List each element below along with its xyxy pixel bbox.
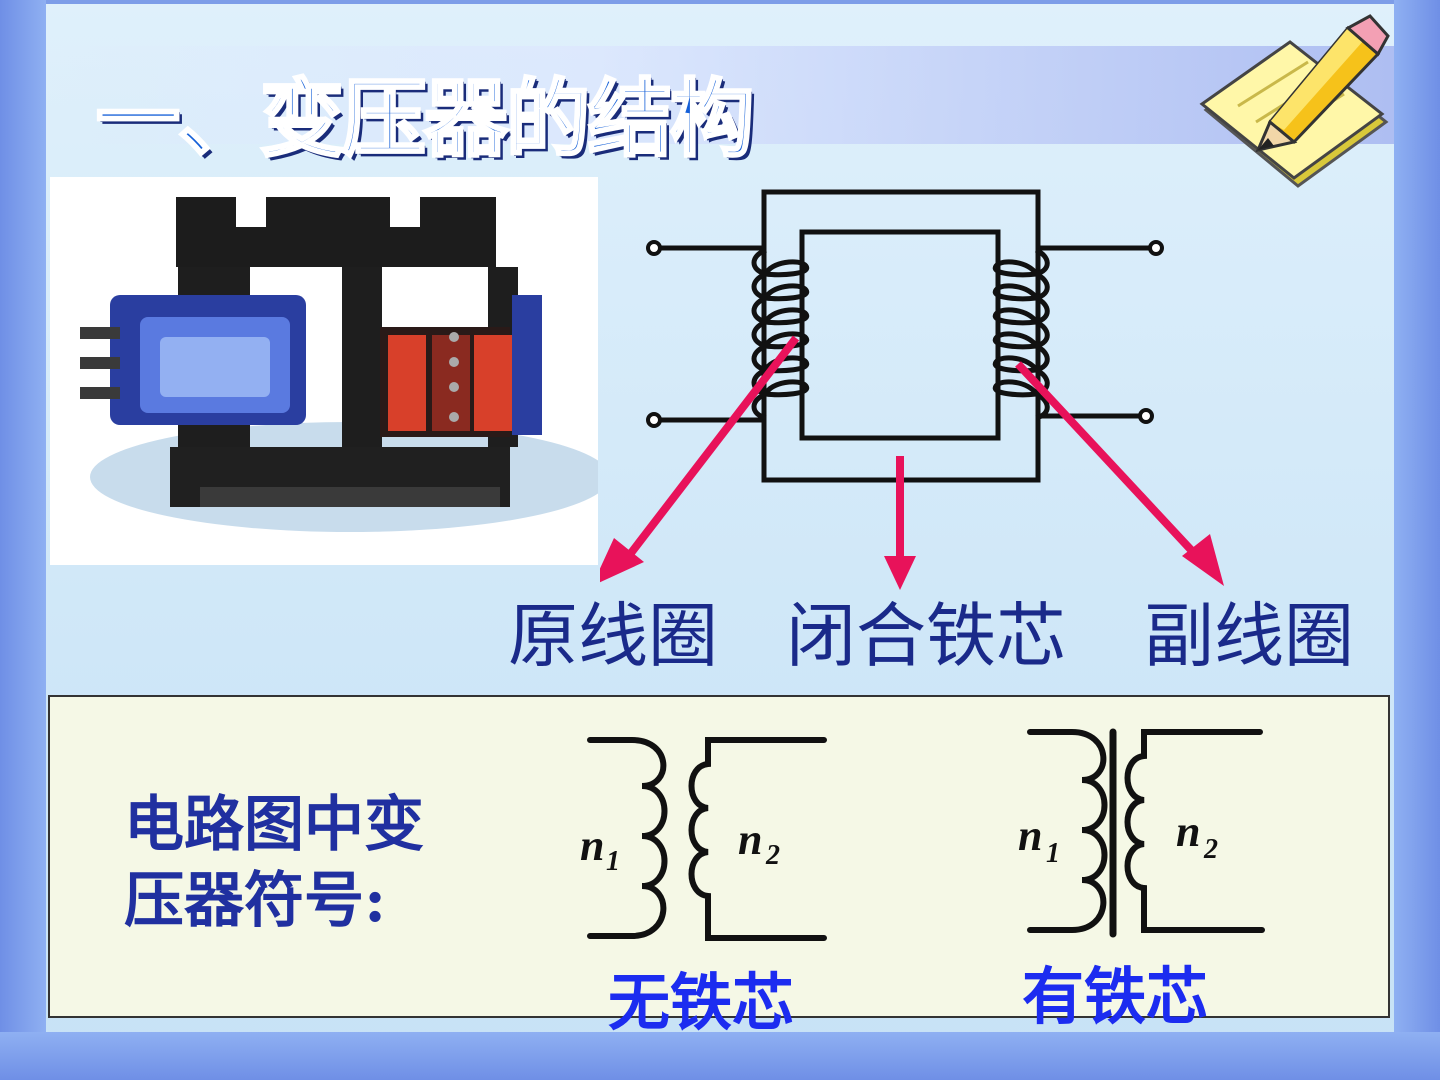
pencil-note-icon bbox=[1198, 10, 1394, 190]
n1-label-air: n bbox=[580, 821, 604, 870]
label-closed-core: 闭合铁芯 bbox=[786, 580, 1066, 681]
air-core-symbol: n 1 n 2 bbox=[576, 724, 846, 954]
iron-core-symbol: n 1 n 2 bbox=[1012, 720, 1282, 950]
label-primary-coil: 原线圈 bbox=[508, 580, 718, 681]
terminal-dot bbox=[648, 242, 660, 254]
n2-label-iron: n bbox=[1176, 807, 1200, 856]
arrow-secondary bbox=[1018, 364, 1206, 566]
terminal-dot bbox=[1140, 410, 1152, 422]
arrow-primary bbox=[618, 338, 796, 570]
terminal-dot bbox=[648, 414, 660, 426]
transformer-structure-diagram bbox=[600, 170, 1300, 590]
terminal-dot bbox=[1150, 242, 1162, 254]
n1-label-iron: n bbox=[1018, 811, 1042, 860]
n2-sub-air: 2 bbox=[765, 840, 780, 871]
core-inner bbox=[802, 232, 998, 438]
symbol-caption-line2: 压器符号: bbox=[124, 852, 386, 939]
symbol-caption-line1: 电路图中变 bbox=[124, 776, 424, 863]
transformer-photo bbox=[50, 177, 598, 565]
frame-left bbox=[0, 0, 46, 1080]
n1-sub-iron: 1 bbox=[1046, 838, 1060, 869]
n2-sub-iron: 2 bbox=[1203, 834, 1218, 865]
frame-top bbox=[0, 0, 1440, 4]
n2-label-air: n bbox=[738, 815, 762, 864]
slide-title: 一、变压器的结构 bbox=[96, 52, 752, 173]
label-with-core: 有铁芯 bbox=[1022, 946, 1208, 1036]
frame-right bbox=[1394, 0, 1440, 1080]
n1-sub-air: 1 bbox=[606, 846, 620, 877]
label-secondary-coil: 副线圈 bbox=[1144, 580, 1354, 681]
label-no-core: 无铁芯 bbox=[608, 952, 794, 1042]
